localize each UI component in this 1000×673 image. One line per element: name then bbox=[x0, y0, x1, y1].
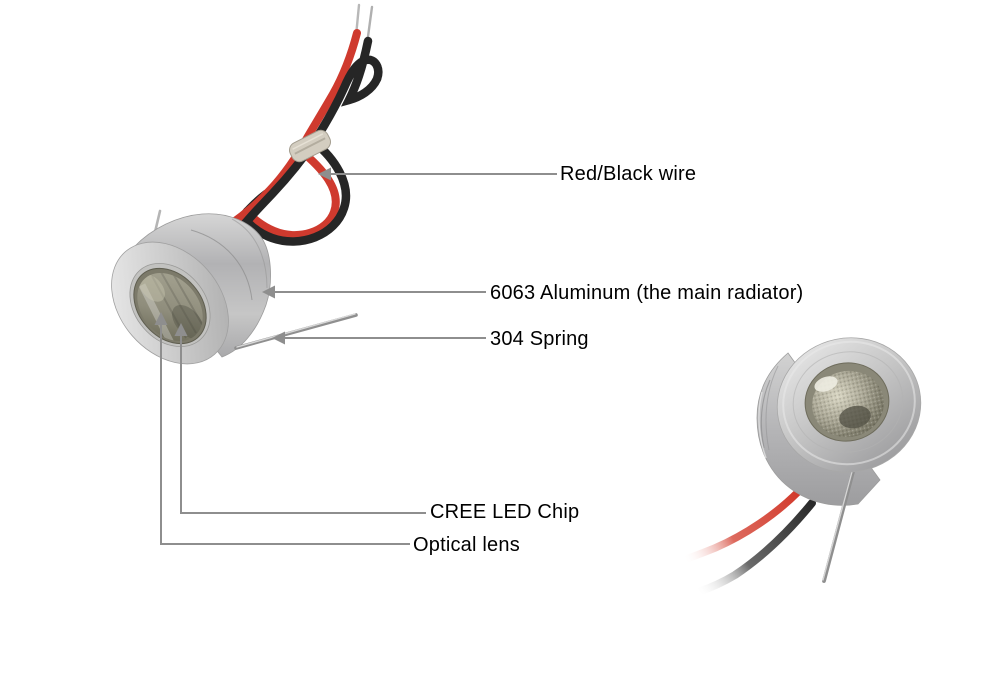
led-chip-shadow bbox=[839, 405, 871, 429]
body-highlight-secondary bbox=[758, 391, 767, 459]
callout-label-spring: 304 Spring bbox=[490, 328, 589, 350]
leader-red-black-wire bbox=[318, 167, 557, 181]
callout-label-aluminum-radiator: 6063 Aluminum (the main radiator) bbox=[490, 282, 804, 304]
arrow-left-icon bbox=[262, 285, 275, 299]
arrow-up-icon bbox=[154, 312, 168, 325]
body-groove-secondary bbox=[760, 379, 771, 449]
callout-label-optical-lens: Optical lens bbox=[413, 534, 520, 556]
secondary-product-photo bbox=[679, 337, 922, 596]
body-groove-rear bbox=[231, 218, 268, 289]
callout-label-cree-led-chip: CREE LED Chip bbox=[430, 501, 580, 523]
red-wire-secondary bbox=[679, 488, 802, 564]
leader-optical-lens bbox=[154, 312, 410, 545]
leader-spring bbox=[272, 331, 486, 345]
arrow-left-icon bbox=[318, 167, 331, 181]
spring-pin bbox=[234, 313, 358, 350]
face-rim-highlight bbox=[782, 340, 916, 466]
lens-highlight bbox=[814, 376, 838, 392]
arrow-left-icon bbox=[272, 331, 285, 345]
main-product-photo bbox=[111, 3, 383, 365]
leader-cree-led-chip bbox=[174, 323, 426, 514]
optical-lens bbox=[137, 272, 203, 342]
black-wire bbox=[235, 36, 383, 235]
face-cone-line bbox=[792, 351, 904, 453]
body-groove bbox=[190, 229, 253, 301]
lens-striations bbox=[138, 269, 204, 347]
callout-label-red-black-wire: Red/Black wire bbox=[560, 163, 697, 185]
wire-band bbox=[289, 129, 331, 163]
black-wire-secondary bbox=[694, 499, 816, 596]
arrow-up-icon bbox=[174, 323, 188, 336]
leader-aluminum bbox=[262, 285, 486, 299]
body-groove-secondary-2 bbox=[765, 365, 779, 451]
spring-pin-secondary bbox=[822, 466, 856, 583]
wire-bundle bbox=[211, 29, 383, 246]
callout-leaders bbox=[154, 167, 557, 545]
